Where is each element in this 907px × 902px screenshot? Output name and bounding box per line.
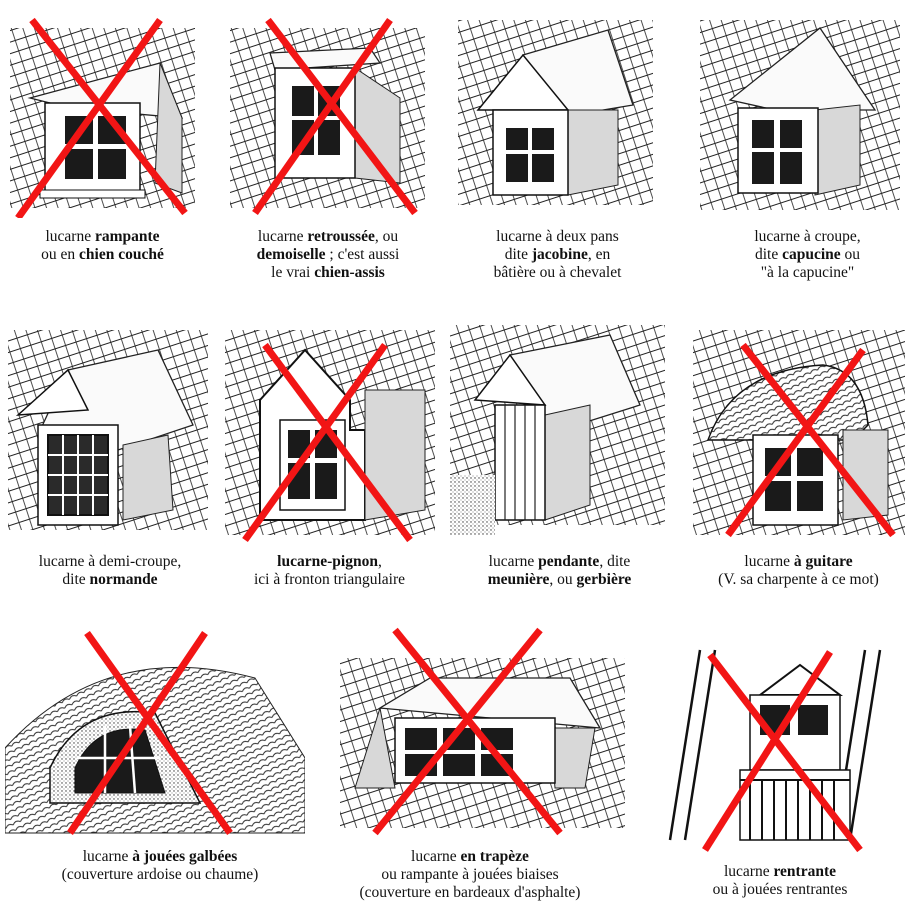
dormer-illustration-capucine — [700, 10, 900, 215]
dormer-illustration-normande — [8, 330, 208, 535]
caption-retroussee: lucarne retroussée, ou demoiselle ; c'es… — [228, 228, 428, 282]
dormer-illustration-jacobine — [458, 10, 653, 210]
caption-normande: lucarne à demi-croupe, dite normande — [5, 553, 215, 589]
caption-guitare: lucarne à guitare (V. sa charpente à ce … — [690, 553, 907, 589]
caption-rentrante: lucarne rentrante ou à jouées rentrantes — [680, 863, 880, 899]
caption-jacobine: lucarne à deux pans dite jacobine, en bâ… — [465, 228, 650, 282]
dormer-illustration-galbees — [5, 618, 305, 838]
dormer-illustration-pendante — [450, 325, 665, 540]
caption-rampante: lucarne rampante ou en chien couché — [30, 228, 175, 264]
dormer-illustration-rentrante — [660, 640, 900, 860]
dormer-illustration-pignon — [225, 330, 435, 545]
dormer-illustration-rampante — [10, 8, 195, 218]
caption-pignon: lucarne-pignon, ici à fronton triangulai… — [222, 553, 437, 589]
dormer-illustration-trapeze — [340, 618, 625, 838]
dormer-illustration-retroussee — [230, 8, 425, 218]
caption-capucine: lucarne à croupe, dite capucine ou "à la… — [715, 228, 900, 282]
caption-pendante: lucarne pendante, dite meunière, ou gerb… — [462, 553, 657, 589]
caption-trapeze: lucarne en trapèze ou rampante à jouées … — [310, 848, 630, 902]
caption-galbees: lucarne à jouées galbées (couverture ard… — [5, 848, 315, 884]
dormer-illustration-guitare — [693, 330, 905, 545]
